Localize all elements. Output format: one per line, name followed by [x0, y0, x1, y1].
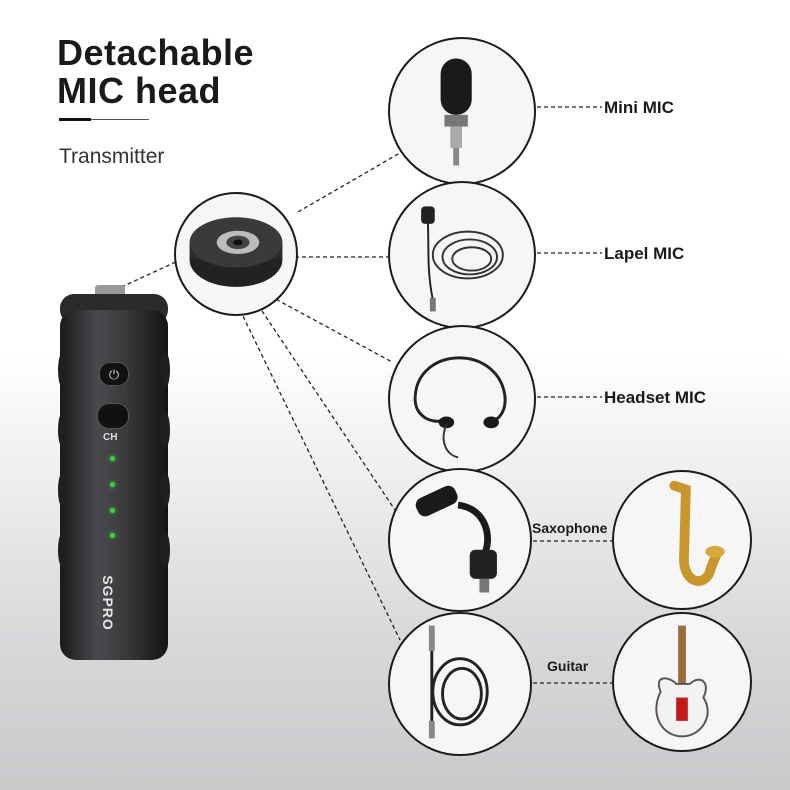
channel-button[interactable] — [97, 403, 129, 429]
lapel-mic-circle — [388, 181, 536, 329]
channel-label: CH — [103, 432, 118, 443]
mini-mic-circle — [388, 37, 536, 185]
label-lapel-mic: Lapel MIC — [604, 244, 685, 263]
power-icon: ⏻ — [108, 366, 120, 382]
mic-head-closeup — [174, 192, 298, 316]
saxophone-circle — [612, 470, 752, 610]
led-3 — [110, 508, 115, 513]
label-headset-mic: Headset MIC — [604, 388, 707, 407]
saxophone-clip-mic-circle — [388, 468, 532, 612]
led-2 — [110, 482, 115, 487]
label-saxophone: Saxophone — [532, 520, 608, 536]
title-line-2: MIC head — [57, 70, 222, 111]
label-guitar: Guitar — [547, 658, 589, 674]
power-button[interactable]: ⏻ — [99, 362, 129, 386]
label-mini-mic: Mini MIC — [604, 98, 674, 117]
brand-logo: SGPRO — [99, 575, 116, 631]
headset-mic-circle — [388, 325, 536, 473]
subtitle: Transmitter — [59, 145, 165, 168]
title-underline-thin — [91, 119, 149, 120]
page-title: Detachable MIC head — [57, 34, 254, 110]
title-underline-thick — [59, 118, 91, 121]
title-line-1: Detachable — [57, 32, 255, 73]
guitar-cable-circle — [388, 612, 532, 756]
guitar-circle — [612, 612, 752, 752]
led-1 — [110, 456, 115, 461]
led-4 — [110, 533, 115, 538]
